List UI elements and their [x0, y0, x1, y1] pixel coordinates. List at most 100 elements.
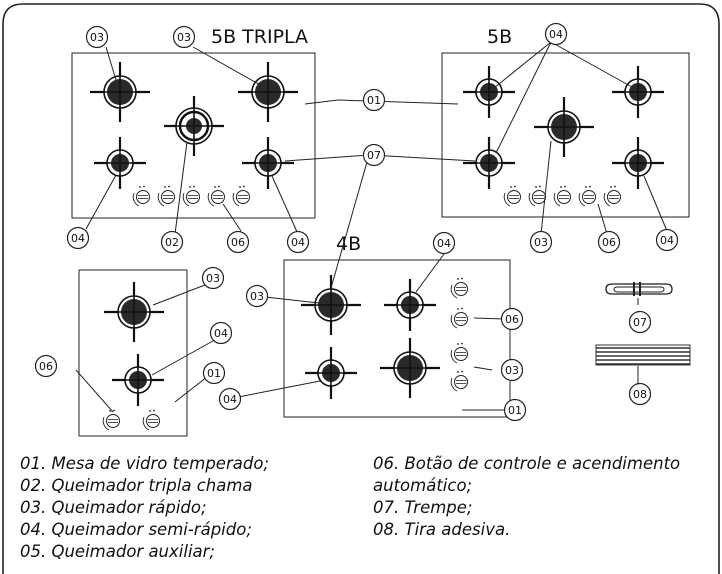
leader-line	[550, 41, 633, 88]
cooktop-2b	[78, 269, 188, 437]
callout-01: 01	[202, 361, 226, 385]
callout-number: 04	[549, 28, 563, 41]
leader-line	[75, 369, 114, 413]
knob-icon	[232, 185, 250, 207]
leader-line	[152, 282, 211, 306]
title-5b-tripla: 5B TRIPLA	[211, 26, 308, 48]
cooktop-5b	[441, 52, 690, 218]
callout-04: 04	[432, 231, 456, 255]
rapid-burner	[238, 62, 298, 122]
leader-line	[271, 175, 299, 235]
callout-number: 04	[71, 232, 85, 245]
rapid-burner	[380, 338, 440, 398]
callout-number: 01	[207, 367, 221, 380]
leader-line	[192, 46, 263, 87]
callout-number: 04	[437, 237, 451, 250]
leader-line	[495, 41, 552, 154]
legend-item-03: 03. Queimador rápido;	[20, 498, 207, 517]
callout-number: 07	[367, 149, 381, 162]
legend-item-06-cont: automático;	[373, 476, 473, 495]
rapid-burner	[104, 282, 164, 342]
legend-item-05: 05. Queimador auxiliar;	[20, 542, 215, 561]
triple-flame-burner	[164, 96, 224, 156]
callout-number: 06	[505, 313, 519, 326]
knob-icon	[182, 185, 200, 207]
callout-03: 03	[500, 358, 524, 382]
callout-06: 06	[500, 307, 524, 331]
callout-number: 02	[165, 236, 179, 249]
knob-icon	[132, 185, 150, 207]
leader-line	[330, 154, 370, 289]
knob-icon	[450, 277, 468, 299]
leader-line	[597, 203, 608, 235]
leader-line	[151, 336, 221, 376]
leader-line	[85, 174, 117, 230]
leader-line	[337, 99, 459, 105]
cooktop-4b	[283, 259, 511, 418]
semi-rapid-burner	[612, 137, 664, 189]
knob-icon	[553, 185, 571, 207]
legend-item-01: 01. Mesa de vidro temperado;	[20, 454, 269, 473]
semi-rapid-burner	[384, 279, 436, 331]
callout-number: 04	[291, 236, 305, 249]
callout-07: 07	[362, 143, 386, 167]
leader-line	[473, 317, 505, 320]
callout-07: 07	[628, 310, 652, 334]
callout-number: 03	[177, 31, 191, 44]
callout-number: 03	[206, 272, 220, 285]
callout-number: 04	[660, 234, 674, 247]
leader-line	[174, 141, 188, 235]
legend-right: 06. Botão de controle e acendimento auto…	[373, 453, 680, 541]
title-5b: 5B	[487, 26, 512, 48]
callout-number: 07	[633, 316, 647, 329]
callout-04: 04	[655, 228, 679, 252]
callout-number: 04	[223, 393, 237, 406]
leader-line	[415, 253, 445, 293]
callout-01: 01	[362, 88, 386, 112]
legend-left: 01. Mesa de vidro temperado; 02. Queimad…	[20, 453, 269, 563]
control-knobs	[102, 185, 621, 431]
knob-icon	[528, 185, 546, 207]
knob-icon	[102, 409, 120, 431]
callout-04: 04	[218, 387, 242, 411]
trempe-icon	[605, 282, 673, 296]
callout-number: 03	[250, 290, 264, 303]
leader-lines	[75, 41, 668, 413]
callout-number: 06	[231, 236, 245, 249]
semi-rapid-burner	[612, 66, 664, 118]
callout-number: 03	[534, 236, 548, 249]
callout-06: 06	[226, 230, 250, 254]
semi-rapid-burner	[305, 347, 357, 399]
callout-02: 02	[160, 230, 184, 254]
callout-number: 03	[90, 31, 104, 44]
callout-03: 03	[529, 230, 553, 254]
knob-icon	[450, 307, 468, 329]
leader-line	[368, 154, 476, 162]
cooktop-5b-tripla	[71, 52, 316, 219]
callout-04: 04	[286, 230, 310, 254]
knob-icon	[603, 185, 621, 207]
callout-number: 01	[367, 94, 381, 107]
callout-number: 04	[214, 327, 228, 340]
burners	[90, 62, 664, 406]
callout-number: 03	[505, 364, 519, 377]
legend-item-07: 07. Trempe;	[373, 498, 473, 517]
callout-06: 06	[34, 354, 58, 378]
rapid-burner	[90, 62, 150, 122]
legend-item-08: 08. Tira adesiva.	[373, 520, 511, 539]
rapid-burner	[534, 97, 594, 157]
callout-04: 04	[209, 321, 233, 345]
leader-line	[105, 46, 117, 81]
semi-rapid-burner	[242, 137, 294, 189]
leader-line	[473, 366, 493, 371]
callout-03: 03	[85, 25, 109, 49]
leader-line	[284, 154, 370, 162]
semi-rapid-burner	[94, 137, 146, 189]
knob-icon	[450, 370, 468, 392]
rapid-burner	[301, 275, 361, 335]
callout-04: 04	[66, 226, 90, 250]
legend-item-02: 02. Queimador tripla chama	[20, 476, 253, 495]
knob-icon	[450, 342, 468, 364]
callout-number: 06	[602, 236, 616, 249]
